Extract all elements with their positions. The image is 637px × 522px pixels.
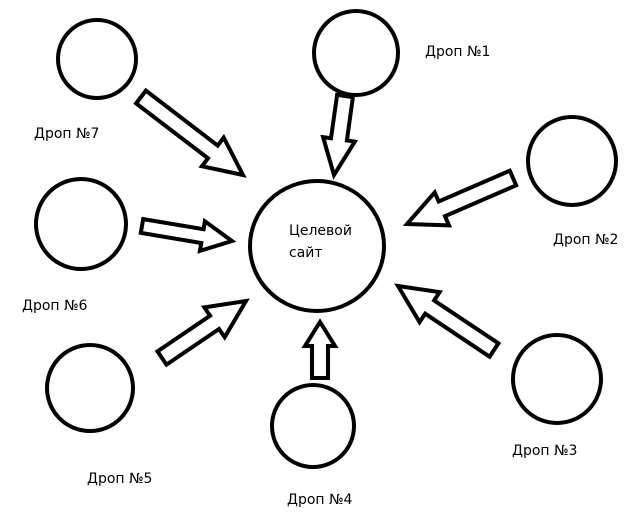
drop-1-label: Дроп №1 xyxy=(425,44,491,60)
drop-7-circle xyxy=(56,18,138,100)
target-site-label-line2: сайт xyxy=(289,245,323,261)
drop-7-label: Дроп №7 xyxy=(34,126,100,142)
drop-2-label: Дроп №2 xyxy=(553,232,619,248)
target-site-label-line1: Целевой xyxy=(289,223,352,239)
target-site-circle xyxy=(248,179,386,313)
drop-6-circle xyxy=(34,177,128,271)
arrow-from-drop-2 xyxy=(402,168,519,228)
drop-5-label: Дроп №5 xyxy=(87,471,153,487)
drop-4-circle xyxy=(270,383,356,469)
drop-2-circle xyxy=(526,115,618,207)
drop-4-label: Дроп №4 xyxy=(287,492,353,508)
arrow-from-drop-4 xyxy=(301,318,339,380)
arrow-from-drop-7 xyxy=(133,87,247,178)
drop-1-circle xyxy=(312,9,400,97)
drop-5-circle xyxy=(45,343,135,433)
drop-6-label: Дроп №6 xyxy=(22,298,88,314)
arrow-from-drop-3 xyxy=(394,283,502,360)
drop-3-circle xyxy=(511,333,603,425)
drop-3-label: Дроп №3 xyxy=(512,443,578,459)
arrow-from-drop-5 xyxy=(154,298,250,368)
arrow-from-drop-6 xyxy=(138,216,237,254)
arrow-from-drop-1 xyxy=(320,92,359,180)
target-site-label: Целевой сайт xyxy=(289,220,352,264)
